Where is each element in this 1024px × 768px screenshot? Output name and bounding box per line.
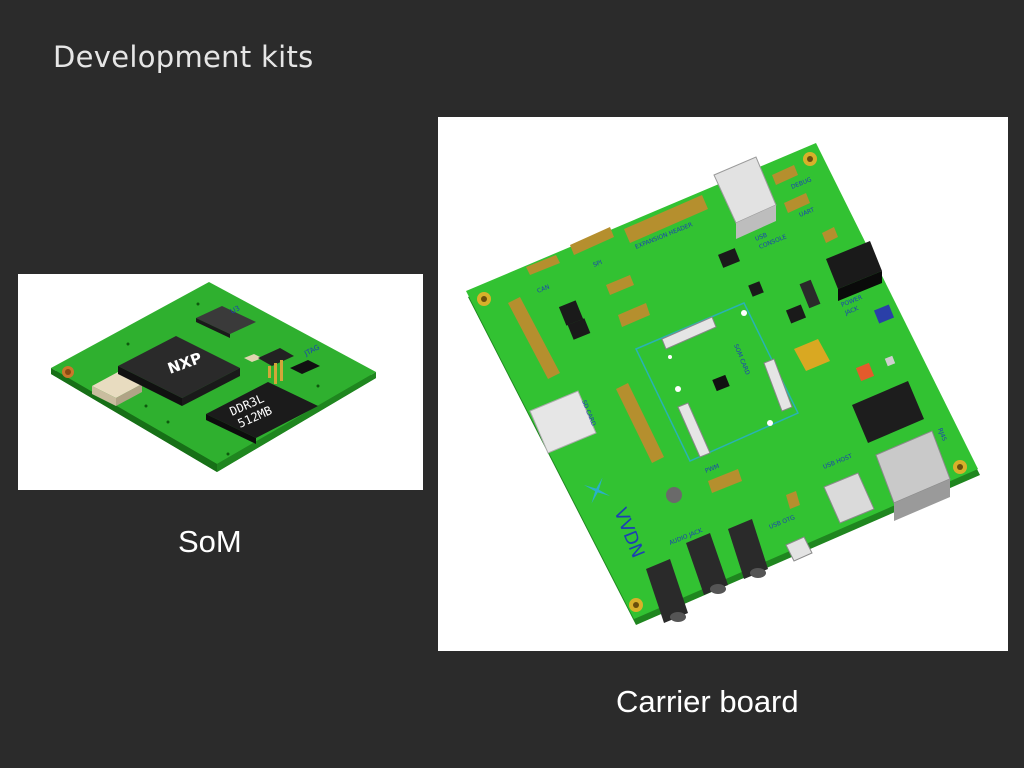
som-caption: SoM [178,524,242,559]
slide-title: Development kits [53,40,314,74]
svg-text:USB: USB [754,232,768,243]
som-image: NXP DDR3L 512MB JTAG U3 [18,274,423,490]
carrier-board-image: VVDN USB CONSOLE EXPANSION HEADER POWER … [438,117,1008,651]
svg-text:CAN: CAN [536,284,550,295]
carrier-caption: Carrier board [616,684,799,719]
svg-text:SPI: SPI [592,259,603,269]
svg-text:U3: U3 [229,304,241,316]
svg-text:RJ45: RJ45 [936,427,948,442]
